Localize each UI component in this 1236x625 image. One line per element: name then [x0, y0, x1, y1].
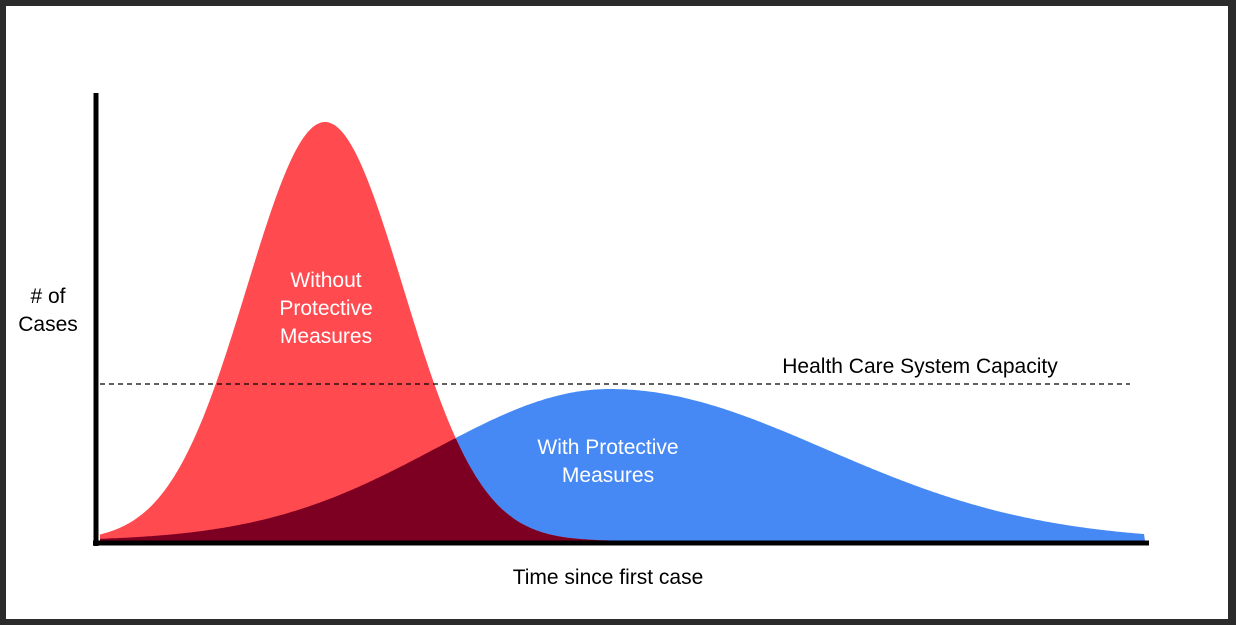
series-label-line: Without [290, 269, 362, 292]
x-axis-label: Time since first case [512, 566, 704, 589]
y-axis-label: # of Cases [18, 285, 78, 336]
series-label-line: With Protective [537, 436, 679, 459]
capacity-line-label: Health Care System Capacity [782, 355, 1058, 378]
series-label-line: Protective [279, 297, 373, 320]
series-label-with: With Protective Measures [488, 434, 728, 490]
overlap-area [100, 438, 1145, 541]
series-label-without: Without Protective Measures [226, 267, 426, 351]
series-label-line: Measures [279, 325, 373, 348]
series-without-protective-measures-area [100, 122, 1145, 541]
series-label-line: Measures [561, 464, 655, 487]
